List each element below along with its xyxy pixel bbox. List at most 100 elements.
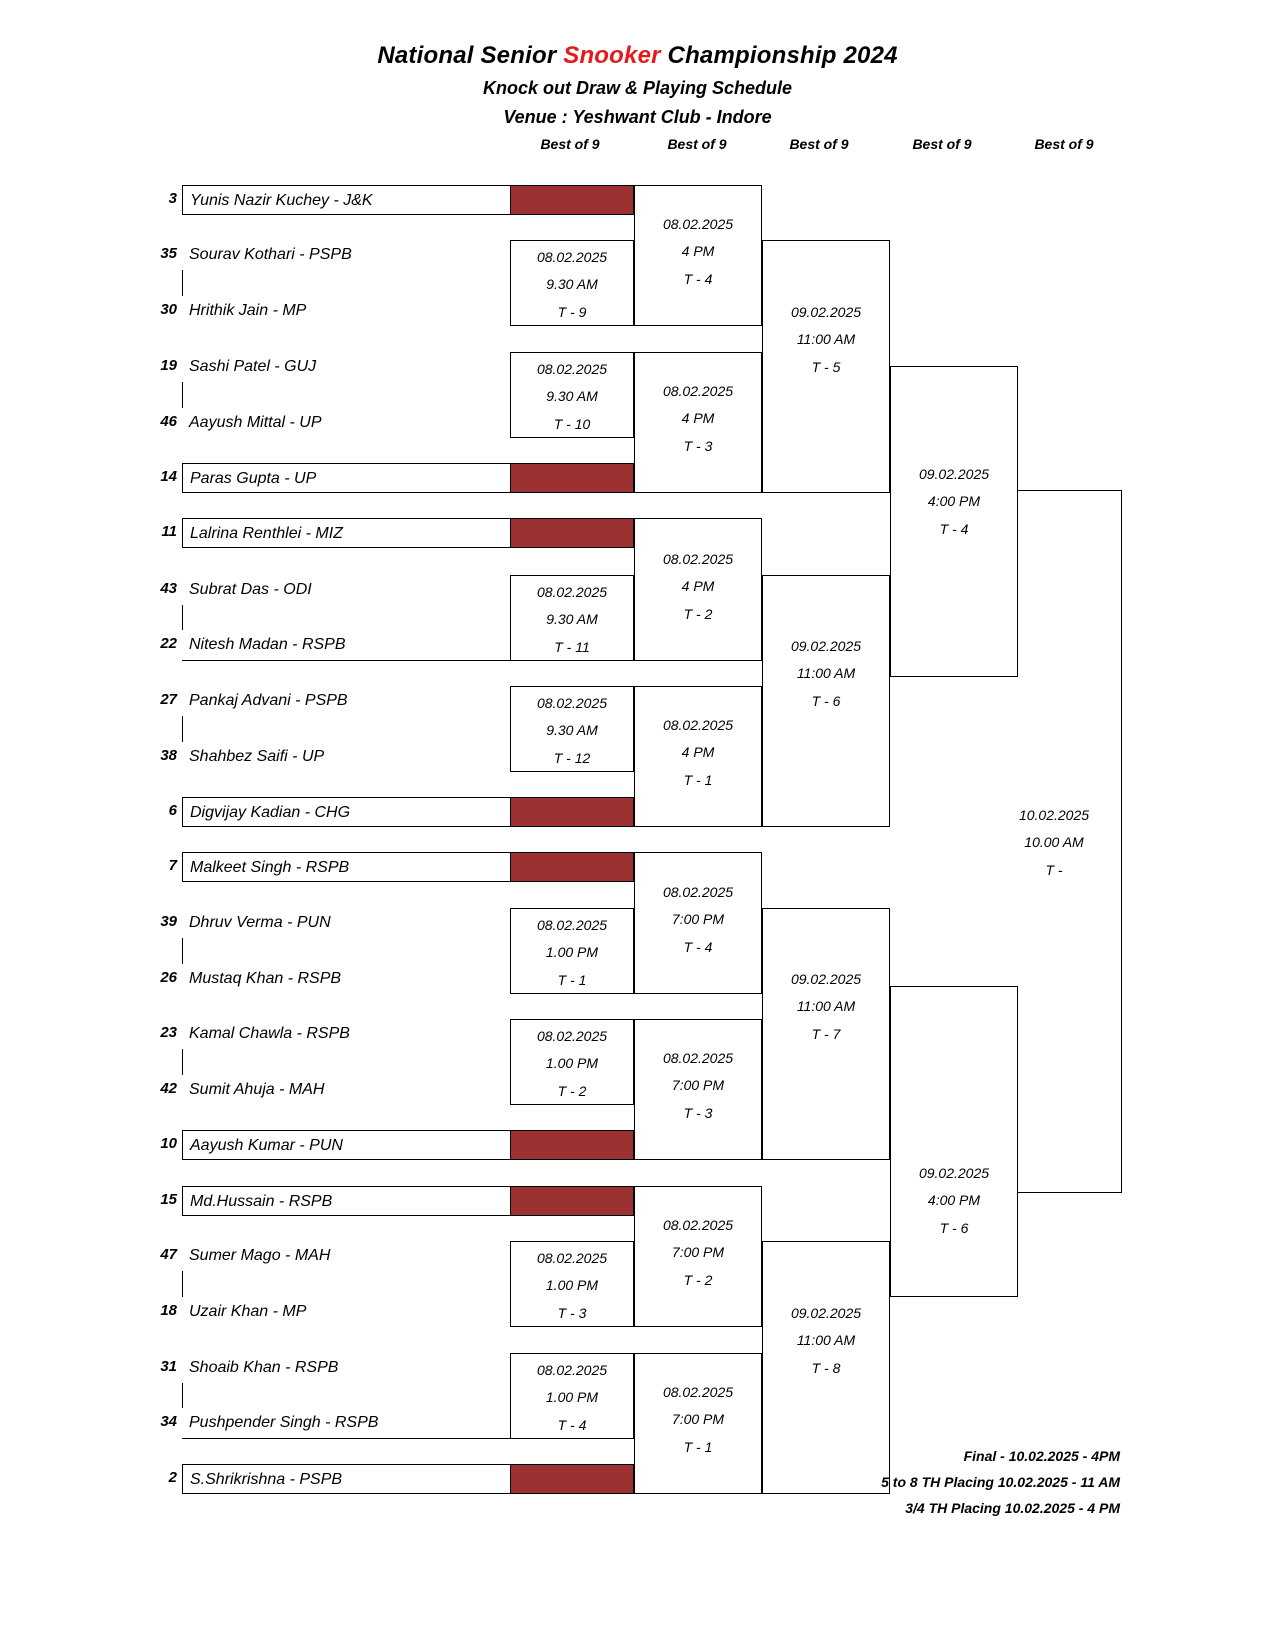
- player-box[interactable]: Mustaq Khan - RSPB: [182, 964, 511, 994]
- round1-cell[interactable]: [510, 240, 634, 326]
- player-box[interactable]: Shoaib Khan - RSPB: [182, 1353, 511, 1383]
- round1-cell[interactable]: [510, 908, 634, 994]
- player-box[interactable]: Pankaj Advani - PSPB: [182, 686, 511, 716]
- match-date: 09.02.2025: [790, 304, 862, 320]
- round2-cell[interactable]: [634, 352, 762, 493]
- round1-cell[interactable]: [510, 1241, 634, 1327]
- quarterfinal-cell[interactable]: [762, 1241, 890, 1494]
- match-time: 7:00 PM: [671, 1244, 725, 1261]
- footer-notes: Final - 10.02.2025 - 4PM 5 to 8 TH Placi…: [881, 1444, 1120, 1522]
- player-box[interactable]: Sumer Mago - MAH: [182, 1241, 511, 1271]
- player-box[interactable]: Digvijay Kadian - CHG: [182, 797, 511, 827]
- bye-block: [510, 463, 634, 493]
- player-box[interactable]: Kamal Chawla - RSPB: [182, 1019, 511, 1049]
- footer-note-3and4: 3/4 TH Placing 10.02.2025 - 4 PM: [905, 1500, 1120, 1517]
- player-box[interactable]: Nitesh Madan - RSPB: [182, 630, 511, 660]
- player-box[interactable]: Malkeet Singh - RSPB: [182, 852, 511, 882]
- semifinal-cell[interactable]: [890, 986, 1018, 1297]
- match-date: 08.02.2025: [536, 361, 608, 377]
- match-table: T - 2: [683, 1271, 713, 1288]
- round1-info: 08.02.2025 1.00 PM T - 2: [510, 1019, 634, 1105]
- round1-info: 08.02.2025 9.30 AM T - 10: [510, 352, 634, 438]
- player-box[interactable]: Subrat Das - ODI: [182, 575, 511, 605]
- player-box[interactable]: Lalrina Renthlei - MIZ: [182, 518, 511, 548]
- player-box[interactable]: Hrithik Jain - MP: [182, 296, 511, 326]
- seed-number: 6: [168, 802, 177, 819]
- match-table: T - 1: [683, 771, 713, 788]
- round1-cell[interactable]: [510, 686, 634, 772]
- round2-cell[interactable]: [634, 518, 762, 661]
- quarterfinal-cell[interactable]: [762, 575, 890, 827]
- player-box[interactable]: Pushpender Singh - RSPB: [182, 1408, 511, 1438]
- player-box[interactable]: S.Shrikrishna - PSPB: [182, 1464, 511, 1494]
- round2-info: 08.02.2025 4 PM T - 1: [634, 712, 762, 794]
- semifinal-cell[interactable]: [890, 366, 1018, 677]
- player-box[interactable]: Aayush Kumar - PUN: [182, 1130, 511, 1160]
- round-label-final: Best of 9: [1034, 136, 1094, 152]
- round1-cell[interactable]: [510, 1353, 634, 1439]
- seed-number: 14: [160, 468, 177, 485]
- quarterfinal-info: 09.02.2025 11:00 AM T - 5: [762, 299, 890, 381]
- player-box[interactable]: Shahbez Saifi - UP: [182, 742, 511, 772]
- player-box[interactable]: Paras Gupta - UP: [182, 463, 511, 493]
- round2-cell[interactable]: [634, 852, 762, 994]
- round2-cell[interactable]: [634, 686, 762, 827]
- match-table: T - 6: [939, 1219, 969, 1236]
- footer-note-5to8: 5 to 8 TH Placing 10.02.2025 - 11 AM: [881, 1474, 1120, 1491]
- round2-info: 08.02.2025 4 PM T - 4: [634, 211, 762, 293]
- match-time: 11:00 AM: [796, 998, 856, 1015]
- match-time: 9.30 AM: [546, 611, 598, 628]
- seed-number: 10: [160, 1135, 177, 1152]
- match-date: 08.02.2025: [536, 1250, 608, 1266]
- match-table: T - 10: [553, 415, 591, 432]
- bye-block: [510, 1464, 634, 1494]
- seed-number: 23: [160, 1024, 177, 1041]
- player-box[interactable]: Dhruv Verma - PUN: [182, 908, 511, 938]
- match-table: T - 6: [811, 692, 841, 709]
- seed-number: 15: [160, 1191, 177, 1208]
- player-box[interactable]: Yunis Nazir Kuchey - J&K: [182, 185, 511, 215]
- round1-info: 08.02.2025 9.30 AM T - 11: [510, 575, 634, 661]
- match-time: 1.00 PM: [545, 1055, 599, 1072]
- round2-info: 08.02.2025 7:00 PM T - 1: [634, 1379, 762, 1461]
- round2-cell[interactable]: [634, 1186, 762, 1327]
- player-box[interactable]: Md.Hussain - RSPB: [182, 1186, 511, 1216]
- match-date: 08.02.2025: [536, 695, 608, 711]
- round2-cell[interactable]: [634, 1353, 762, 1494]
- match-date: 08.02.2025: [662, 1384, 734, 1400]
- match-table: T - 9: [557, 303, 587, 320]
- quarterfinal-cell[interactable]: [762, 240, 890, 493]
- quarterfinal-cell[interactable]: [762, 908, 890, 1160]
- semifinal-info: 09.02.2025 4:00 PM T - 6: [890, 1160, 1018, 1242]
- round2-cell[interactable]: [634, 1019, 762, 1160]
- final-cell[interactable]: [1018, 490, 1122, 1193]
- round1-cell[interactable]: [510, 575, 634, 661]
- player-box[interactable]: Sourav Kothari - PSPB: [182, 240, 511, 270]
- round1-cell[interactable]: [510, 352, 634, 438]
- match-date: 08.02.2025: [536, 1362, 608, 1378]
- seed-number: 42: [160, 1080, 177, 1097]
- player-box[interactable]: Sumit Ahuja - MAH: [182, 1075, 511, 1105]
- match-time: 7:00 PM: [671, 1411, 725, 1428]
- seed-number: 22: [160, 635, 177, 652]
- seed-number: 43: [160, 580, 177, 597]
- match-time: 4 PM: [681, 578, 715, 595]
- match-date: 09.02.2025: [918, 1165, 990, 1181]
- seed-number: 3: [168, 190, 177, 207]
- player-box[interactable]: Aayush Mittal - UP: [182, 408, 511, 438]
- bye-block: [510, 518, 634, 548]
- seed-number: 35: [160, 245, 177, 262]
- match-date: 10.02.2025: [1018, 807, 1090, 823]
- round-label-r2: Best of 9: [667, 136, 727, 152]
- seed-number: 31: [160, 1358, 177, 1375]
- player-box[interactable]: Sashi Patel - GUJ: [182, 352, 511, 382]
- match-date: 08.02.2025: [662, 884, 734, 900]
- bye-block: [510, 1130, 634, 1160]
- round1-info: 08.02.2025 9.30 AM T - 12: [510, 686, 634, 772]
- player-box[interactable]: Uzair Khan - MP: [182, 1297, 511, 1327]
- bye-block: [510, 185, 634, 215]
- round1-cell[interactable]: [510, 1019, 634, 1105]
- match-date: 08.02.2025: [536, 249, 608, 265]
- round2-cell[interactable]: [634, 185, 762, 326]
